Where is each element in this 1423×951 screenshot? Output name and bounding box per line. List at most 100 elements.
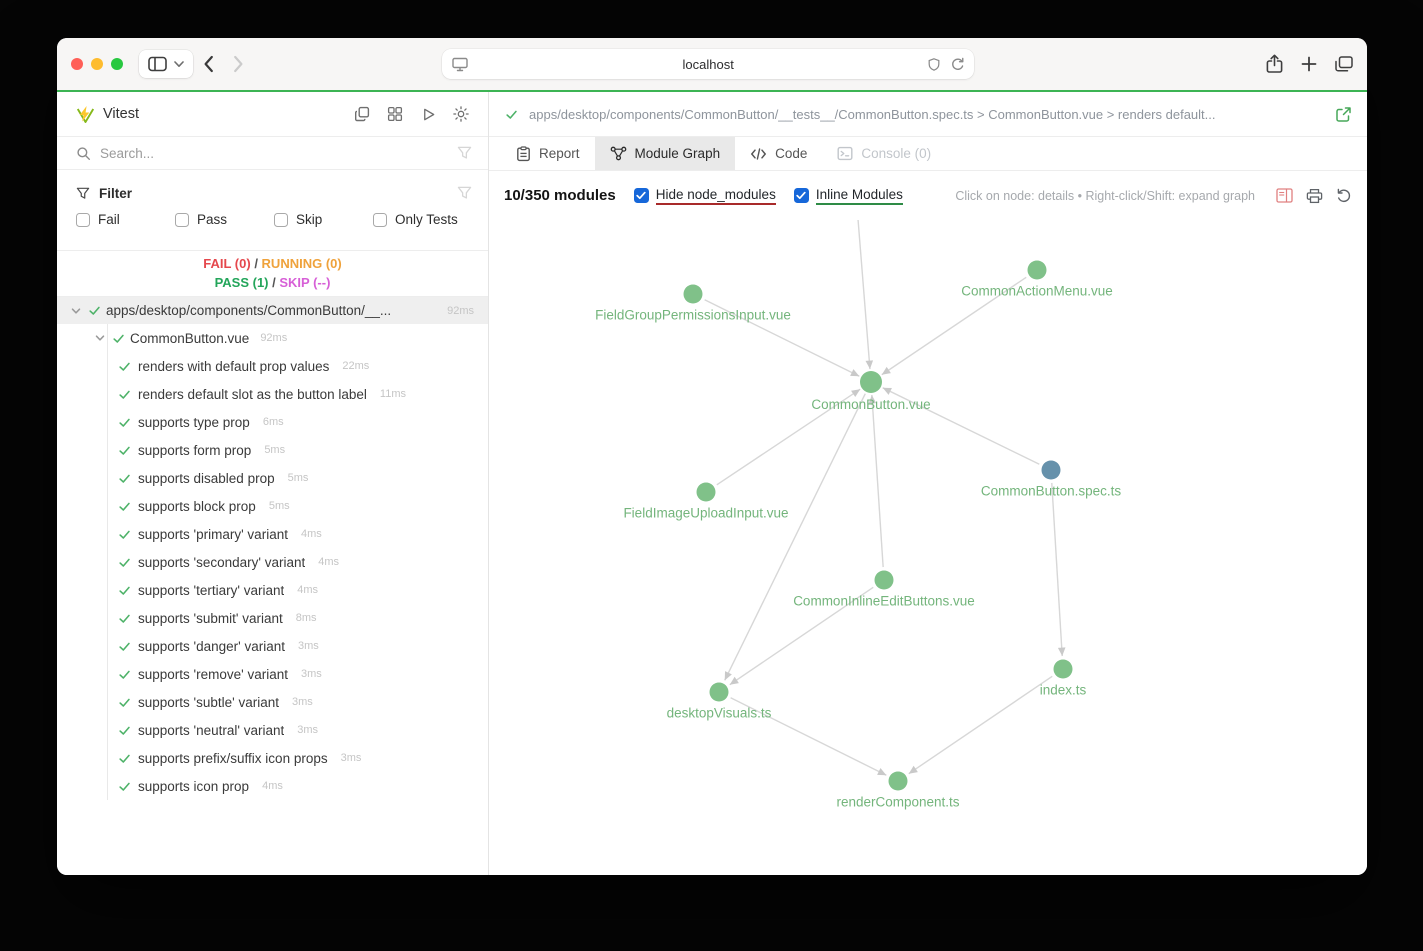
back-button[interactable] xyxy=(193,50,223,78)
filter-option-only-tests[interactable]: Only Tests xyxy=(373,212,472,227)
share-icon[interactable] xyxy=(1266,54,1283,74)
test-tree: apps/desktop/components/CommonButton/__.… xyxy=(57,297,488,875)
graph-node-commonactionmenu-vue[interactable] xyxy=(1027,260,1047,280)
forward-button[interactable] xyxy=(223,50,253,78)
checkbox-checked[interactable] xyxy=(633,188,649,203)
panels-icon[interactable] xyxy=(351,103,373,125)
tab-console-0[interactable]: Console (0) xyxy=(822,137,946,170)
privacy-shield-icon[interactable] xyxy=(927,57,941,72)
minimize-window-button[interactable] xyxy=(91,58,103,70)
browser-sidebar-toggle[interactable] xyxy=(139,50,193,78)
check-icon xyxy=(506,110,517,119)
run-all-icon[interactable] xyxy=(417,103,439,125)
test-row-renders-default-slot-as-the-button-label[interactable]: renders default slot as the button label… xyxy=(57,380,488,408)
reset-graph-icon[interactable] xyxy=(1336,188,1352,204)
tab-module-graph[interactable]: Module Graph xyxy=(594,137,736,170)
toggle-inline-modules[interactable]: Inline Modules xyxy=(793,187,903,205)
checked-checkbox-icon xyxy=(796,191,806,200)
checkbox-unchecked-icon[interactable] xyxy=(373,212,387,227)
checkbox-unchecked-icon[interactable] xyxy=(274,212,288,227)
open-external-icon[interactable] xyxy=(1335,106,1352,123)
tab-report[interactable]: Report xyxy=(501,137,595,170)
browser-toolbar: localhost xyxy=(57,38,1367,90)
graph-node-commoninlineeditbuttons-vue[interactable] xyxy=(874,570,894,590)
filter-option-pass[interactable]: Pass xyxy=(175,212,274,227)
filter-option-label: Fail xyxy=(98,212,120,227)
tab-label: Console (0) xyxy=(861,146,932,161)
address-bar[interactable]: localhost xyxy=(442,49,975,79)
graph-edge xyxy=(730,697,887,776)
graph-edge xyxy=(1051,482,1066,657)
tab-code[interactable]: Code xyxy=(735,137,822,170)
status-text: FAIL (0) xyxy=(203,256,251,271)
checkbox-checked[interactable] xyxy=(793,188,809,203)
chevron-down-icon[interactable] xyxy=(93,331,107,345)
tab-label: Module Graph xyxy=(634,146,721,161)
graph-node-index-ts[interactable] xyxy=(1053,659,1073,679)
graph-node-fieldimageuploadinput-vue[interactable] xyxy=(696,482,716,502)
filter-option-skip[interactable]: Skip xyxy=(274,212,373,227)
check-icon xyxy=(113,334,124,343)
graph-edge xyxy=(882,387,1040,465)
clear-filter-icon[interactable] xyxy=(457,146,472,160)
code-icon xyxy=(751,147,767,160)
graph-actions xyxy=(1276,188,1352,204)
theme-toggle-icon[interactable] xyxy=(450,103,472,125)
chevron-down-icon[interactable] xyxy=(69,304,83,318)
graph-edge xyxy=(704,299,860,377)
graph-node-commonbutton-spec-ts[interactable] xyxy=(1041,460,1061,480)
toggle-label: Hide node_modules xyxy=(655,187,776,205)
graph-node-commonbutton-vue[interactable] xyxy=(860,371,882,393)
toggle-hide-node-modules[interactable]: Hide node_modules xyxy=(633,187,776,205)
print-graph-icon[interactable] xyxy=(1306,188,1323,204)
reload-icon[interactable] xyxy=(950,57,965,72)
test-duration: 4ms xyxy=(318,556,340,568)
check-icon xyxy=(89,306,100,315)
test-name: supports icon prop xyxy=(138,778,250,794)
graph-node-desktopvisuals-ts[interactable] xyxy=(709,682,729,702)
check-icon xyxy=(119,642,130,651)
node-details-icon[interactable] xyxy=(1276,188,1293,203)
search-input[interactable] xyxy=(100,145,448,161)
checkbox-unchecked-icon[interactable] xyxy=(76,212,90,227)
filter-option-fail[interactable]: Fail xyxy=(76,212,175,227)
close-window-button[interactable] xyxy=(71,58,83,70)
check-icon xyxy=(119,474,130,483)
checkbox-unchecked-icon[interactable] xyxy=(175,212,189,227)
graph-node-label: index.ts xyxy=(1040,683,1087,698)
vitest-logo-icon xyxy=(76,105,95,123)
test-duration: 5ms xyxy=(268,500,290,512)
graph-node-rendercomponent-ts[interactable] xyxy=(888,771,908,791)
test-duration: 6ms xyxy=(262,416,284,428)
tree-suite-row[interactable]: CommonButton.vue 92ms xyxy=(57,324,488,352)
dashboard-icon[interactable] xyxy=(384,103,406,125)
filter-options-icon[interactable] xyxy=(457,186,472,200)
breadcrumb-bar: apps/desktop/components/CommonButton/__t… xyxy=(489,92,1367,137)
test-duration: 5ms xyxy=(264,444,286,456)
check-icon xyxy=(119,754,130,763)
tree-root-row[interactable]: apps/desktop/components/CommonButton/__.… xyxy=(57,297,488,324)
check-icon xyxy=(119,614,130,623)
new-tab-icon[interactable] xyxy=(1301,56,1317,72)
graph-node-fieldgrouppermissionsinput-vue[interactable] xyxy=(683,284,703,304)
zoom-window-button[interactable] xyxy=(111,58,123,70)
tab-overview-icon[interactable] xyxy=(1335,56,1353,72)
app-title: Vitest xyxy=(103,106,140,122)
